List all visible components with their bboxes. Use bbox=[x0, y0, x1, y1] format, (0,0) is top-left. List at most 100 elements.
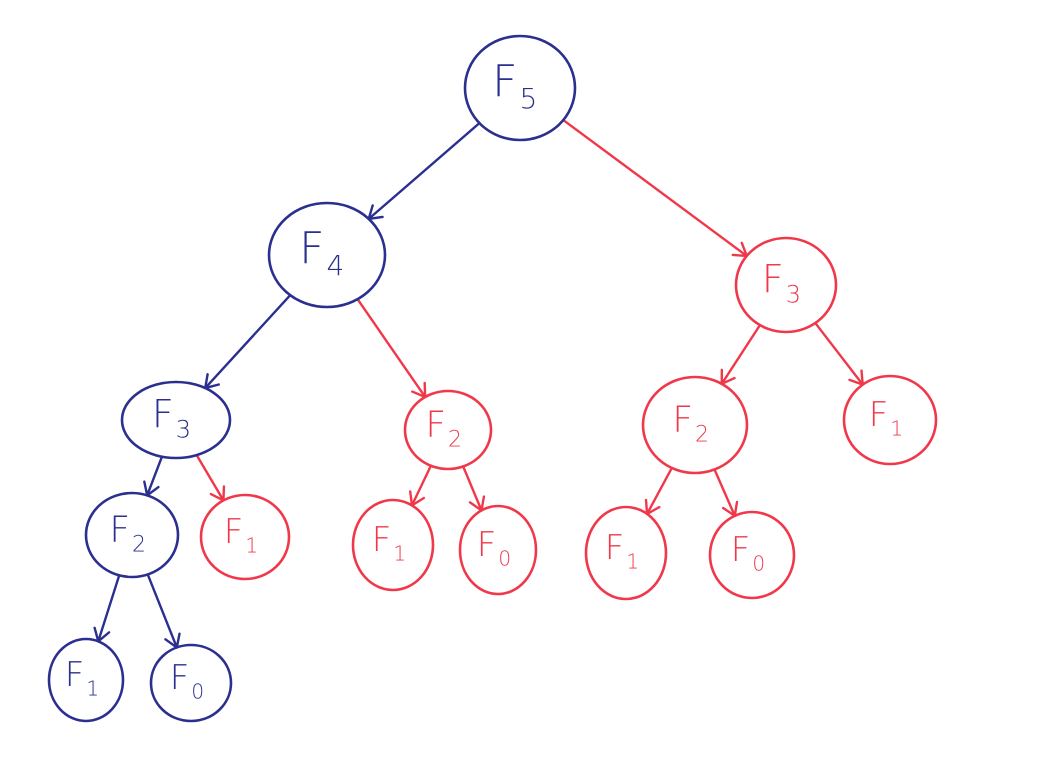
node-subscript: 3 bbox=[176, 415, 191, 443]
edge-n3-n7 bbox=[814, 321, 864, 386]
edge-n6-n13 bbox=[713, 468, 739, 517]
node-circle bbox=[84, 491, 180, 579]
edge-line bbox=[814, 321, 864, 386]
arrow-head-icon bbox=[411, 381, 427, 399]
node-circle bbox=[842, 374, 938, 466]
node-letter: F bbox=[869, 395, 889, 435]
node-subscript: 0 bbox=[752, 552, 765, 576]
node-circle bbox=[351, 498, 435, 592]
edge-line bbox=[645, 466, 674, 516]
node-label: F2 bbox=[425, 404, 462, 452]
node-label: F1 bbox=[224, 512, 258, 558]
edge-n5-n11 bbox=[462, 465, 486, 512]
node-subscript: 2 bbox=[448, 428, 462, 453]
node-letter: F bbox=[152, 392, 174, 436]
edge-line bbox=[462, 465, 483, 512]
node-letter: F bbox=[731, 530, 751, 570]
node-subscript: 0 bbox=[191, 680, 204, 704]
edges-layer bbox=[93, 118, 864, 649]
node-letter: F bbox=[762, 257, 784, 301]
node-label: F2 bbox=[672, 399, 709, 447]
edge-line bbox=[410, 464, 433, 507]
node-circle bbox=[584, 505, 668, 601]
node-label: F4 bbox=[299, 223, 344, 282]
node-label: F3 bbox=[762, 257, 801, 309]
node-letter: F bbox=[170, 658, 190, 698]
node-subscript: 5 bbox=[519, 82, 537, 115]
tree-node-n8: F2 bbox=[84, 491, 180, 579]
node-subscript: 1 bbox=[393, 542, 406, 566]
edge-line bbox=[562, 118, 748, 258]
edge-line bbox=[146, 573, 179, 649]
node-letter: F bbox=[372, 520, 392, 560]
node-subscript: 2 bbox=[695, 423, 709, 448]
edge-line bbox=[145, 455, 164, 497]
node-circle bbox=[199, 493, 291, 581]
node-subscript: 1 bbox=[245, 534, 258, 558]
node-circle bbox=[120, 380, 232, 460]
edge-n5-n10 bbox=[409, 464, 433, 507]
node-letter: F bbox=[109, 509, 130, 550]
tree-node-n2: F4 bbox=[267, 201, 387, 309]
edge-line bbox=[195, 453, 225, 502]
tree-node-n4: F3 bbox=[120, 380, 232, 460]
node-circle bbox=[734, 236, 838, 334]
node-subscript: 2 bbox=[132, 533, 146, 558]
node-label: F2 bbox=[109, 509, 146, 557]
edge-n2-n5 bbox=[356, 297, 427, 399]
node-letter: F bbox=[224, 512, 244, 552]
node-letter: F bbox=[425, 404, 446, 445]
tree-node-n5: F2 bbox=[403, 389, 493, 471]
edge-n8-n15 bbox=[146, 573, 181, 649]
node-subscript: 0 bbox=[498, 547, 511, 571]
node-letter: F bbox=[477, 525, 497, 565]
node-circle bbox=[458, 504, 538, 596]
node-circle bbox=[641, 375, 749, 475]
node-subscript: 1 bbox=[86, 677, 99, 701]
node-circle bbox=[149, 643, 233, 723]
node-letter: F bbox=[605, 528, 625, 568]
node-circle bbox=[403, 389, 493, 471]
node-label: F3 bbox=[152, 392, 191, 444]
edge-n4-n8 bbox=[143, 455, 164, 497]
tree-node-n1: F5 bbox=[463, 34, 577, 142]
edge-line bbox=[356, 297, 427, 399]
node-letter: F bbox=[299, 223, 324, 274]
edge-line bbox=[367, 121, 481, 221]
edge-n3-n6 bbox=[720, 323, 762, 386]
edge-line bbox=[97, 574, 121, 643]
node-subscript: 3 bbox=[786, 280, 801, 308]
edge-n8-n14 bbox=[93, 574, 121, 643]
node-label: F5 bbox=[492, 56, 537, 115]
edge-line bbox=[204, 294, 292, 390]
node-subscript: 1 bbox=[626, 550, 639, 574]
node-letter: F bbox=[672, 399, 693, 440]
node-subscript: 1 bbox=[890, 417, 903, 441]
edge-n2-n4 bbox=[204, 294, 292, 390]
node-subscript: 4 bbox=[326, 249, 344, 282]
tree-node-n9: F1 bbox=[199, 493, 291, 581]
edge-n6-n12 bbox=[644, 466, 674, 516]
node-circle bbox=[708, 510, 796, 600]
node-circle bbox=[47, 637, 125, 723]
edge-n4-n9 bbox=[195, 453, 226, 502]
node-letter: F bbox=[492, 56, 517, 107]
tree-node-n6: F2 bbox=[641, 375, 749, 475]
edge-line bbox=[720, 323, 762, 386]
